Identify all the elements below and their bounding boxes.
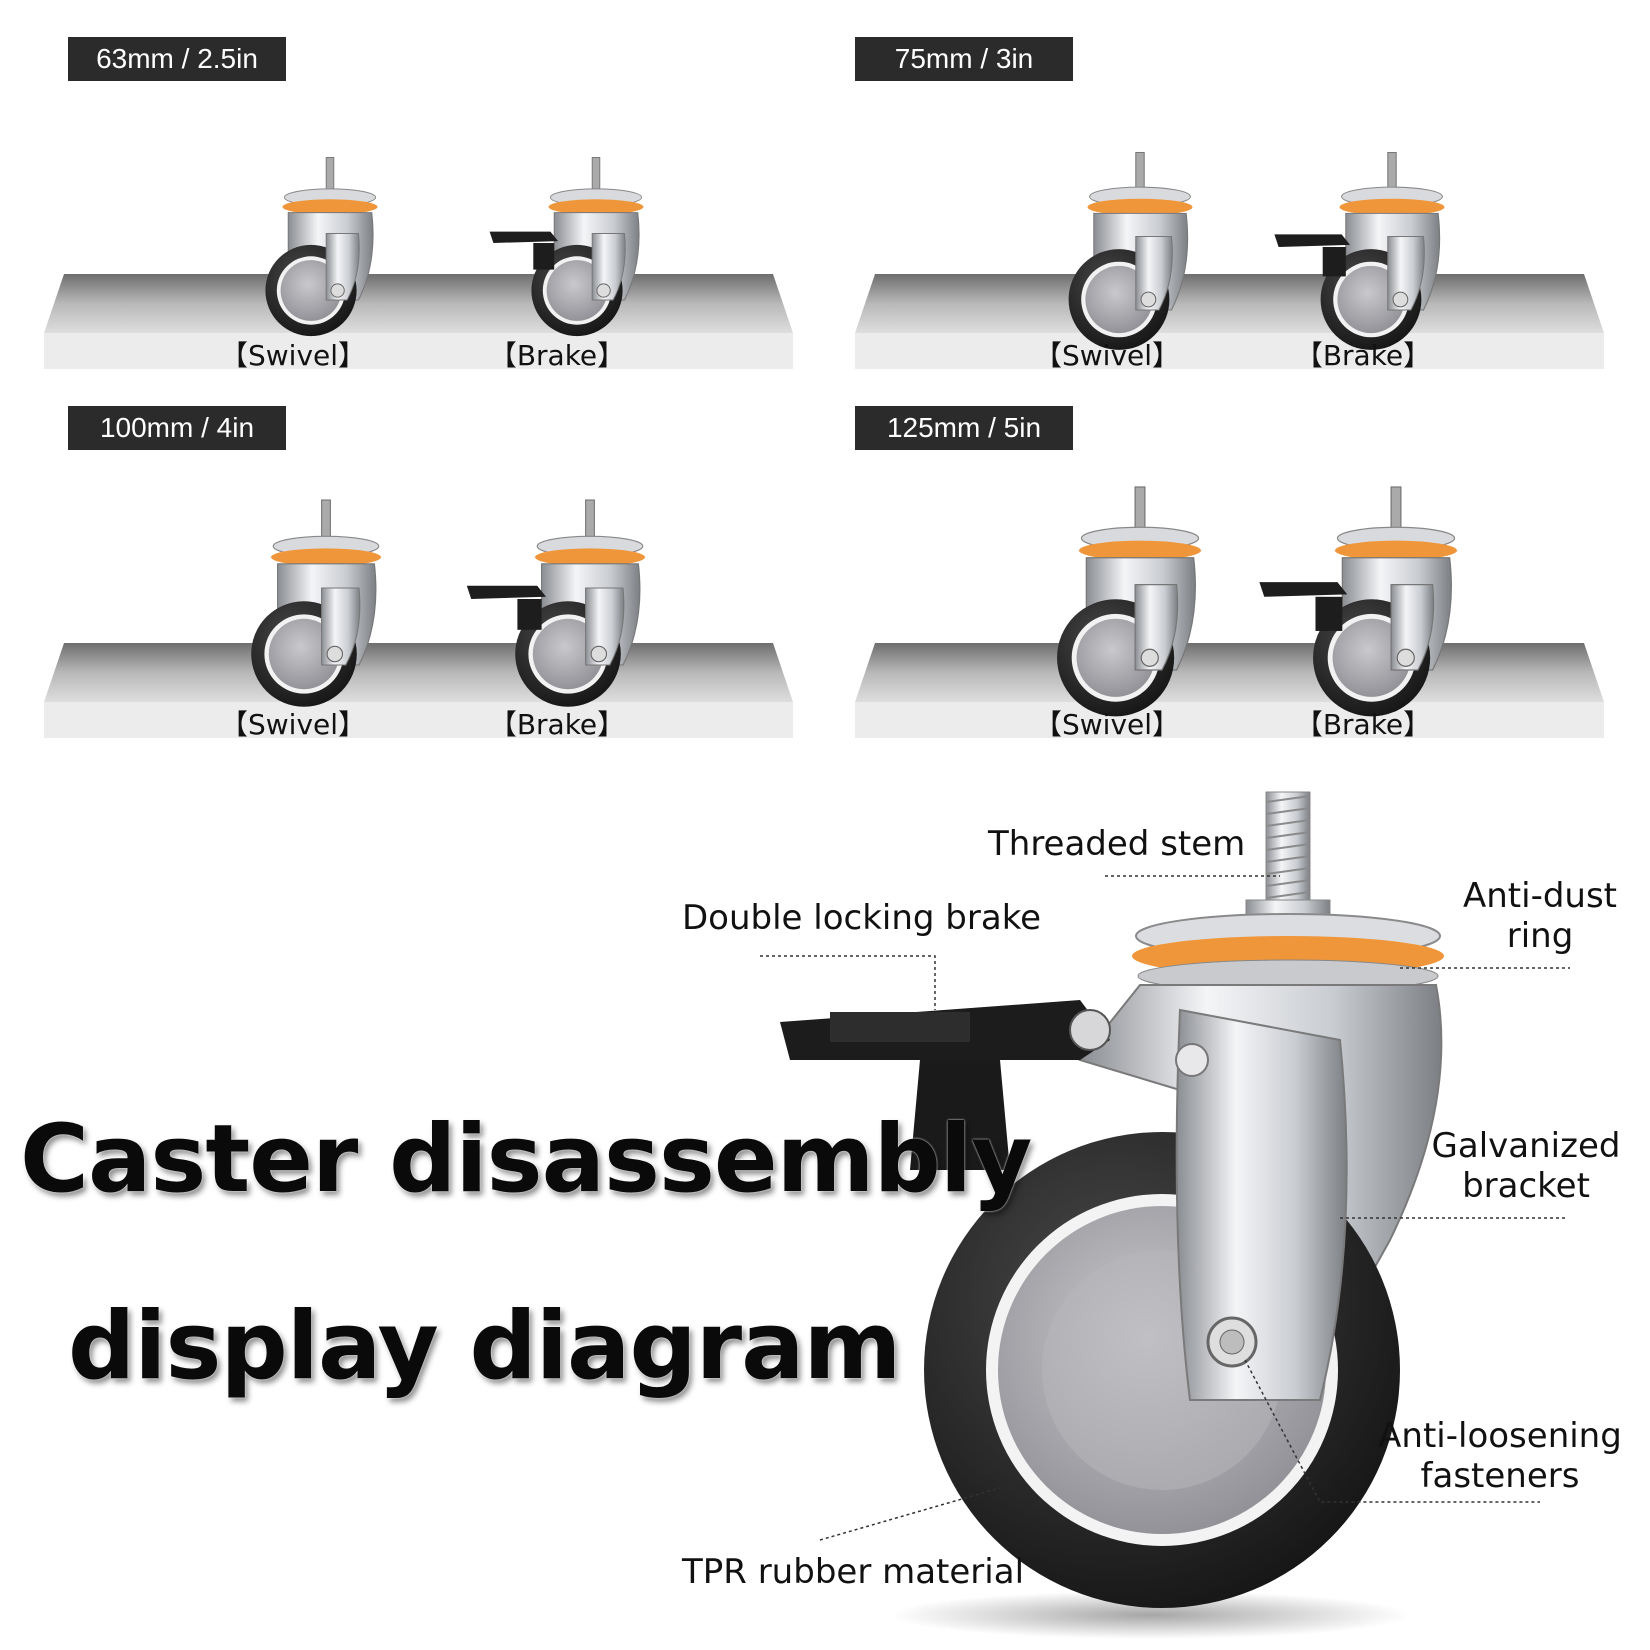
platform-panel-3 bbox=[44, 643, 793, 738]
swivel-label: 【Swivel】 bbox=[1033, 708, 1181, 741]
callout-anti-loosening-fasteners: Anti-loosening fasteners bbox=[1370, 1416, 1630, 1496]
size-tag-63mm: 63mm / 2.5in bbox=[68, 37, 286, 81]
callout-anti-loosening-line2: fasteners bbox=[1420, 1456, 1580, 1496]
brake-label: 【Brake】 bbox=[488, 339, 626, 372]
swivel-label: 【Swivel】 bbox=[1033, 339, 1181, 372]
callout-threaded-stem: Threaded stem bbox=[988, 824, 1246, 864]
callout-galvanized-bracket: Galvanized bracket bbox=[1428, 1126, 1624, 1206]
platform-panel-2 bbox=[855, 274, 1604, 369]
page-title-line1: Caster disassembly bbox=[20, 1105, 1032, 1214]
callout-double-locking-brake: Double locking brake bbox=[682, 898, 1042, 938]
callout-anti-dust-line2: ring bbox=[1506, 916, 1574, 956]
size-tag-100mm: 100mm / 4in bbox=[68, 406, 286, 450]
page-title-line2: display diagram bbox=[68, 1292, 901, 1401]
platform-panel-4 bbox=[855, 643, 1604, 738]
callout-lines bbox=[760, 875, 1570, 1541]
callout-anti-dust-ring: Anti-dust ring bbox=[1455, 876, 1625, 956]
large-caster-illustration bbox=[780, 791, 1444, 1639]
platform-panel-1 bbox=[44, 274, 793, 369]
brake-label: 【Brake】 bbox=[1294, 708, 1432, 741]
callout-tpr-rubber: TPR rubber material bbox=[682, 1552, 1025, 1592]
brake-label: 【Brake】 bbox=[1294, 339, 1432, 372]
callout-anti-dust-line1: Anti-dust bbox=[1462, 876, 1618, 916]
size-tag-125mm: 125mm / 5in bbox=[855, 406, 1073, 450]
callout-galvanized-line1: Galvanized bbox=[1431, 1126, 1621, 1166]
brake-label: 【Brake】 bbox=[488, 708, 626, 741]
size-tag-75mm: 75mm / 3in bbox=[855, 37, 1073, 81]
swivel-label: 【Swivel】 bbox=[219, 339, 367, 372]
swivel-label: 【Swivel】 bbox=[219, 708, 367, 741]
callout-anti-loosening-line1: Anti-loosening bbox=[1378, 1416, 1622, 1456]
callout-galvanized-line2: bracket bbox=[1462, 1166, 1590, 1206]
